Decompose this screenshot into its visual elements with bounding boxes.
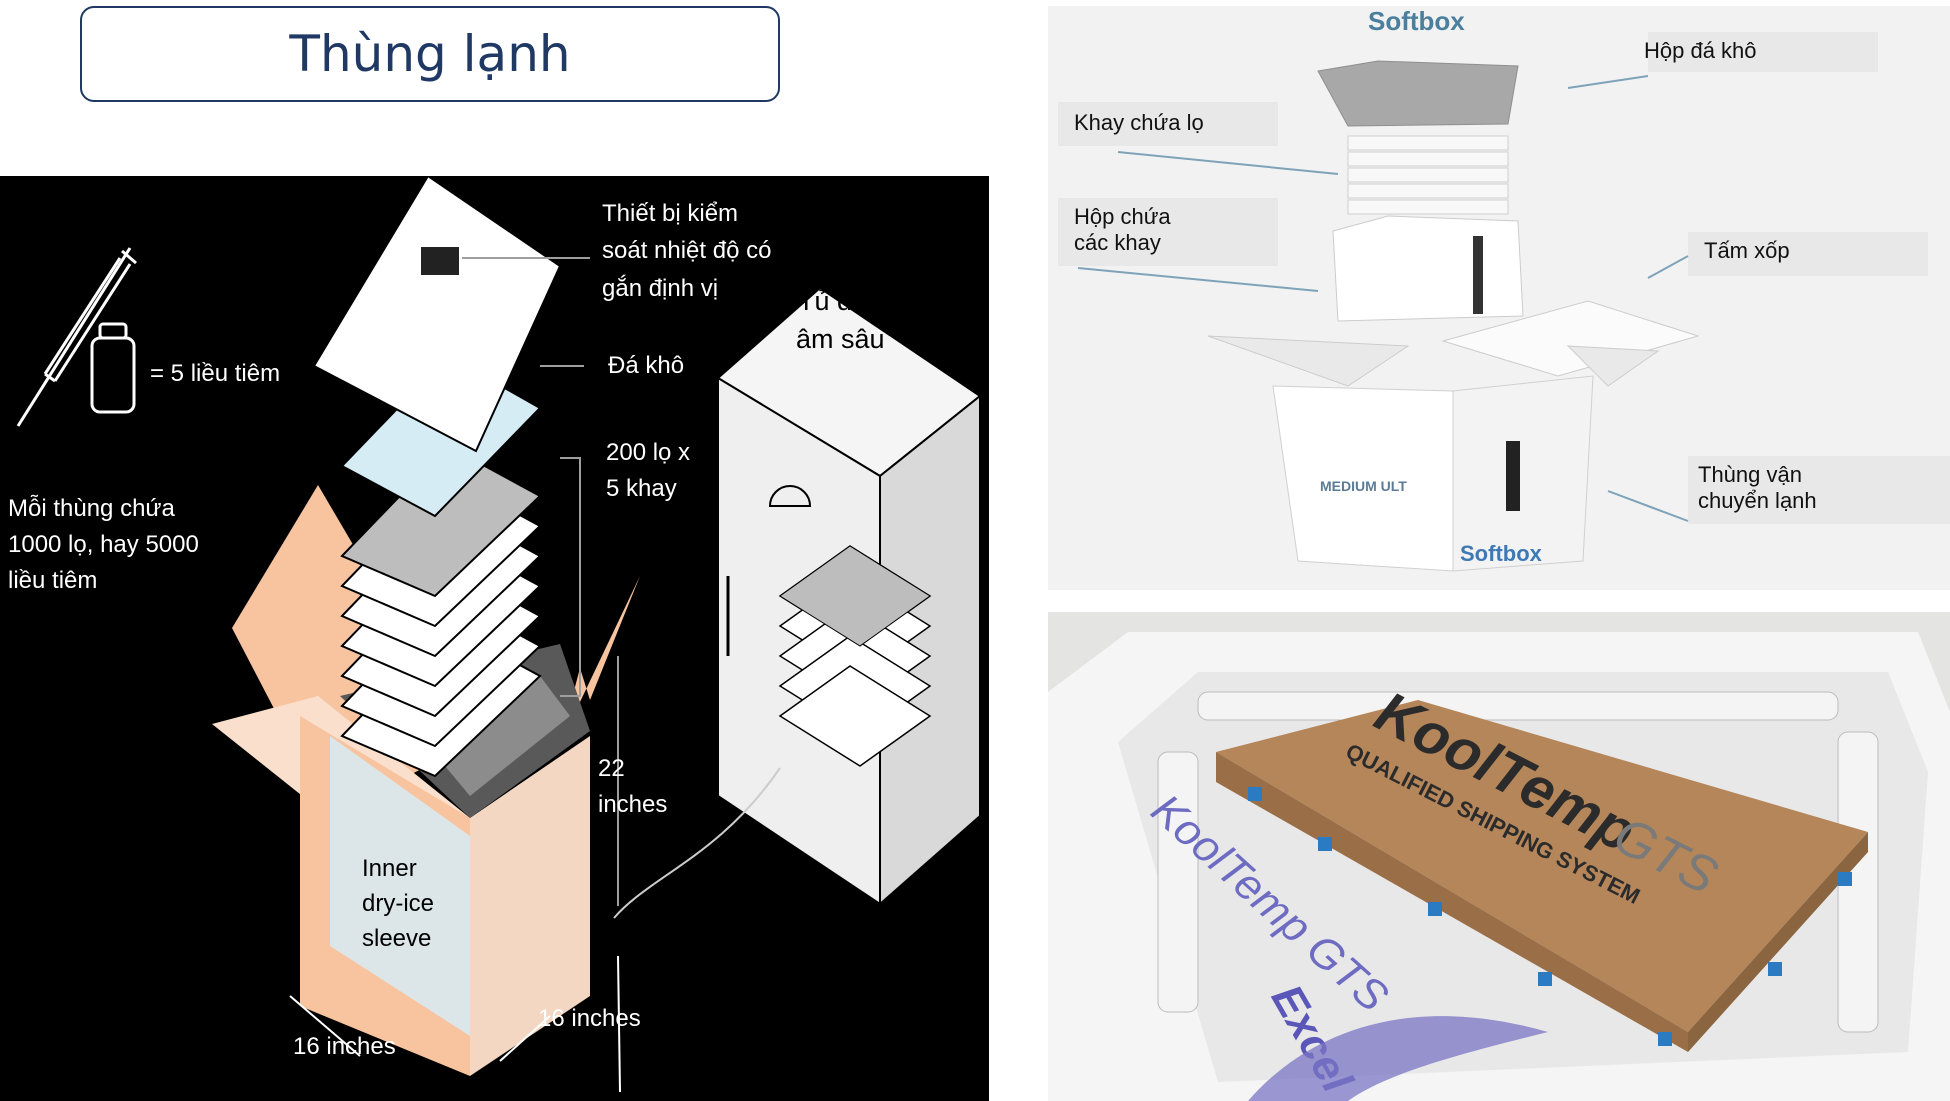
box-print-brand: Softbox <box>1460 541 1543 566</box>
page-title: Thùng lạnh <box>289 25 571 83</box>
label-trays-line-1: 200 lọ x <box>606 439 690 466</box>
label-freezer-line-1: Tủ đông <box>798 286 897 316</box>
label-shipper-bg <box>1688 456 1950 524</box>
vial-icon <box>90 322 136 414</box>
dry-ice-box <box>1317 60 1519 127</box>
label-foam: Tấm xốp <box>1704 238 1790 263</box>
label-sleeve-line-1: Inner <box>362 855 417 882</box>
label-vial-tray: Khay chứa lọ <box>1074 110 1204 135</box>
lid <box>312 176 590 453</box>
label-each-box-line-2: 1000 lọ, hay 5000 <box>8 531 199 558</box>
softbox-brand: Softbox <box>1368 6 1465 36</box>
label-shipper-line-2: chuyển lạnh <box>1698 488 1817 513</box>
label-sleeve-line-3: sleeve <box>362 925 431 952</box>
cardboard-box <box>1216 700 1868 1052</box>
softbox-illustration: Softbox MEDIUM ULT Softbox <box>1058 6 1950 572</box>
label-width-right: 16 inches <box>538 1005 641 1032</box>
label-tray-box-line-2: các khay <box>1074 230 1161 255</box>
vial-tray-stack <box>1347 135 1509 215</box>
label-each-box-line-3: liều tiêm <box>8 567 97 594</box>
label-device-line-1: Thiết bị kiểm <box>602 200 738 227</box>
box-print-medium-ult: MEDIUM ULT <box>1320 478 1407 494</box>
deep-freezer <box>716 286 982 907</box>
label-device-line-2: soát nhiệt độ có <box>602 237 771 264</box>
vial-trays <box>340 444 542 778</box>
ice-packs <box>1157 691 1879 1033</box>
tray-box <box>1332 215 1524 322</box>
temperature-monitor-icon <box>419 245 461 277</box>
label-width-left: 16 inches <box>293 1033 396 1060</box>
kooltemp-illustration: KoolTemp GTS QUALIFIED SHIPPING SYSTEM K… <box>1048 612 1950 1101</box>
label-dry-ice-box: Hộp đá khô <box>1644 38 1757 63</box>
label-height-line-2: inches <box>598 791 667 818</box>
label-device-line-3: gắn định vị <box>602 275 718 302</box>
kooltemp-photo: KoolTemp GTS QUALIFIED SHIPPING SYSTEM K… <box>1048 612 1950 1101</box>
label-tray-box-bg <box>1058 198 1278 266</box>
foam-sheet <box>1441 300 1700 377</box>
label-trays-line-2: 5 khay <box>606 475 677 502</box>
vaccine-cooler-diagram: Thiết bị kiểm soát nhiệt độ có gắn định … <box>0 176 989 1101</box>
blue-clips <box>1248 787 1852 1046</box>
label-dry-ice: Đá khô <box>608 352 684 379</box>
softbox-photo: Softbox MEDIUM ULT Softbox <box>1048 6 1950 590</box>
purple-swoosh <box>1248 1016 1548 1101</box>
label-each-box-line-1: Mỗi thùng chứa <box>8 495 175 522</box>
title-box: Thùng lạnh <box>80 6 780 102</box>
label-dose: = 5 liều tiêm <box>150 360 280 387</box>
label-height-line-1: 22 <box>598 755 625 782</box>
diagram-illustration: Thiết bị kiểm soát nhiệt độ có gắn định … <box>8 176 982 1093</box>
shipper-box: MEDIUM ULT Softbox <box>1207 335 1660 572</box>
label-freezer-line-2: âm sâu <box>796 324 885 354</box>
syringe-icon <box>16 247 137 427</box>
label-vial-tray-bg <box>1058 102 1278 146</box>
label-foam-bg <box>1688 232 1928 276</box>
label-shipper-line-1: Thùng vận <box>1698 462 1802 487</box>
label-sleeve-line-2: dry-ice <box>362 890 434 917</box>
label-dry-ice-box-bg <box>1648 32 1878 72</box>
label-tray-box-line-1: Hộp chứa <box>1074 204 1171 229</box>
